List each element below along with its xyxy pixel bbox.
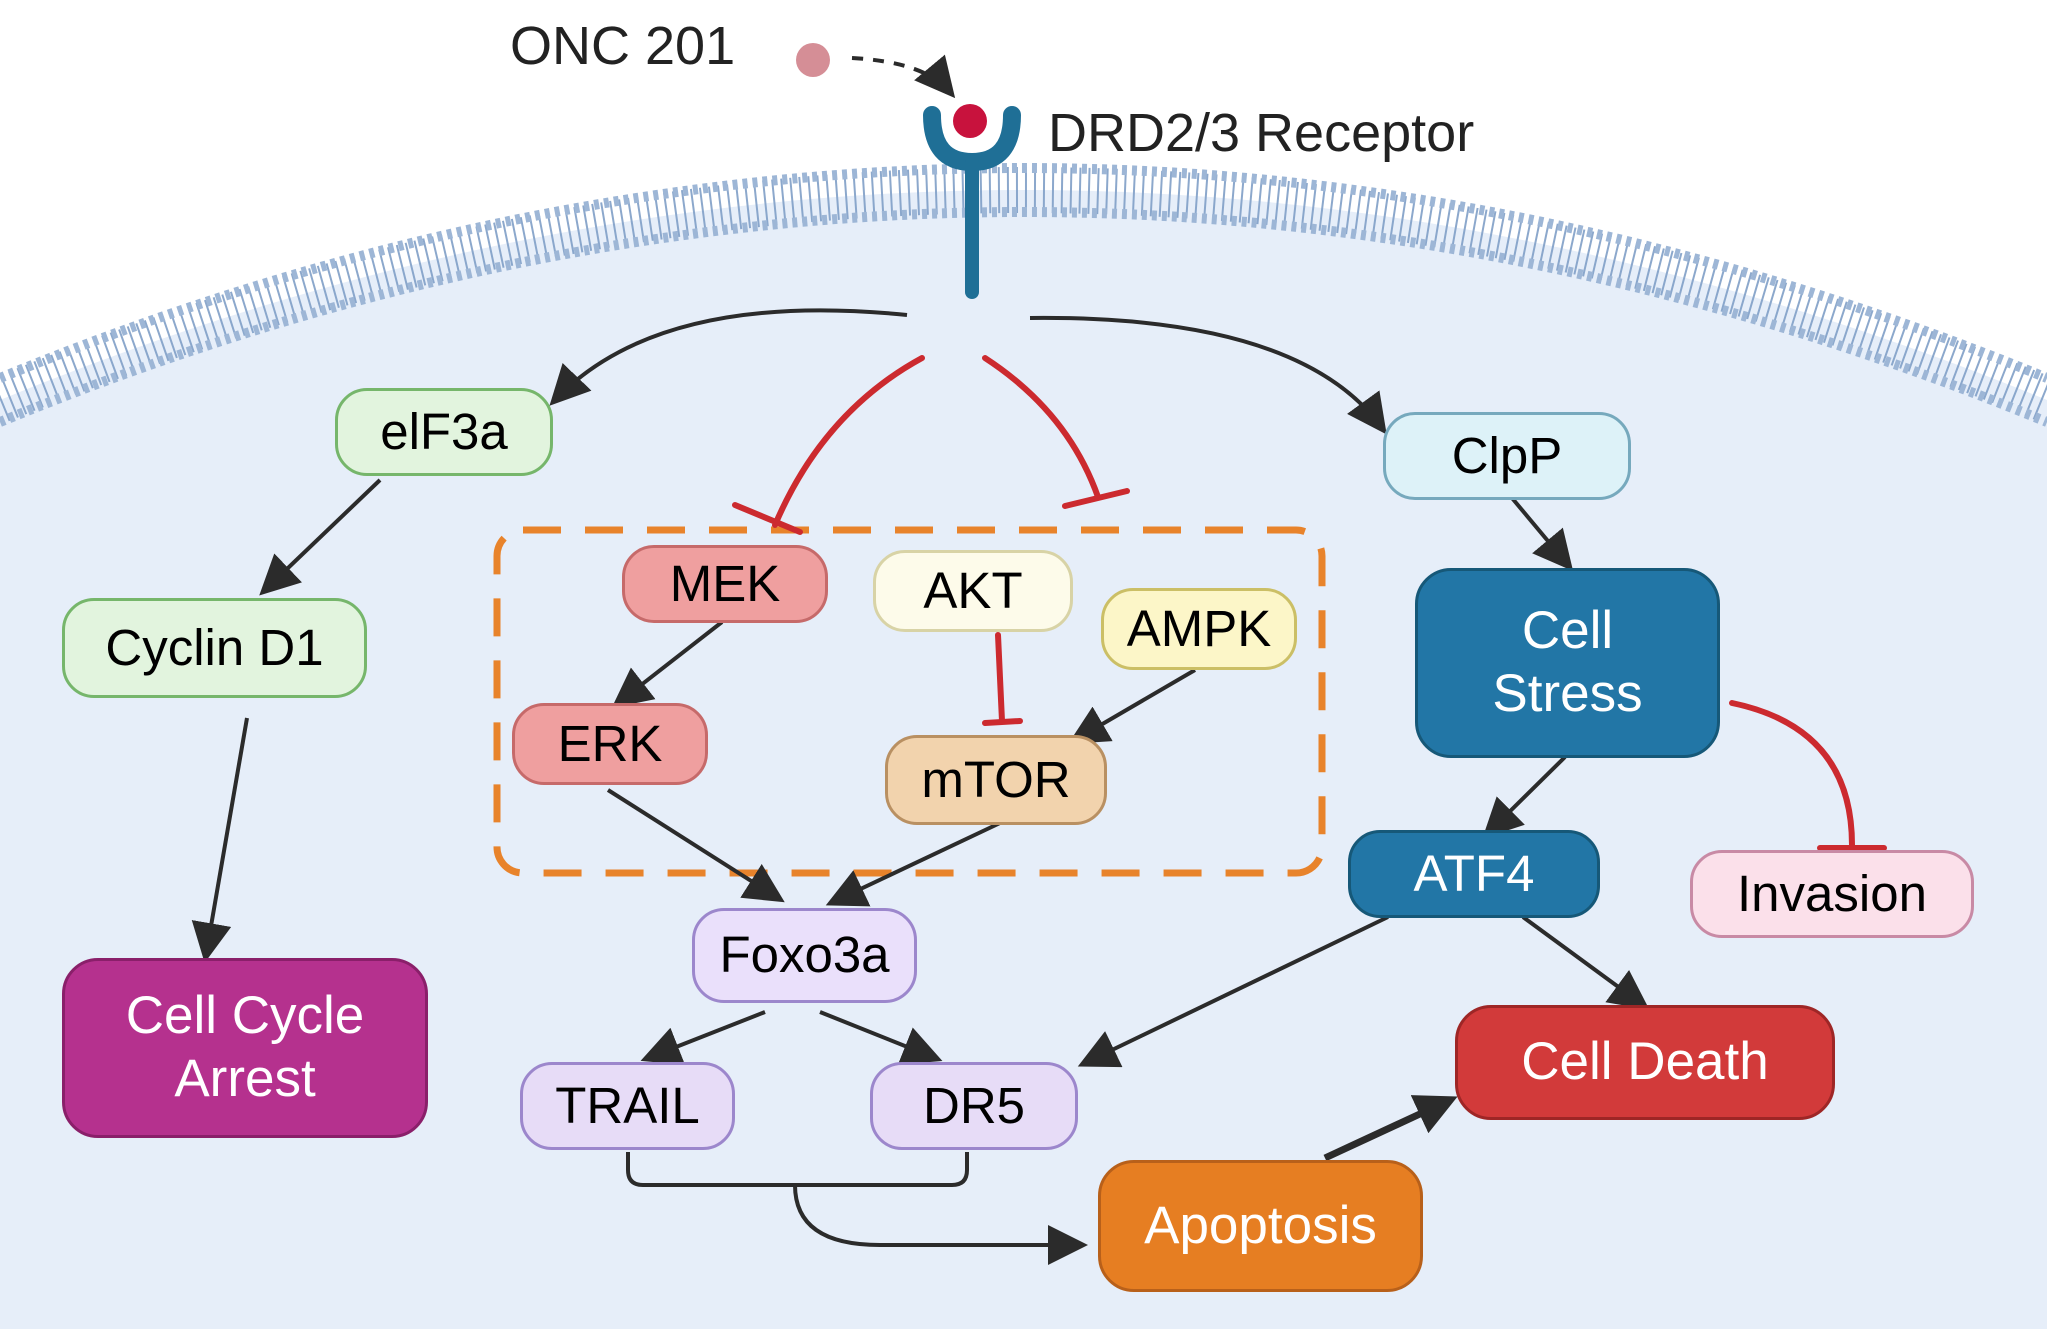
inhibit-bar-akt [1062,488,1130,509]
onc201-drug-dot [796,43,830,77]
arrow-ampk-to-mtor [1068,668,1197,745]
arrow-apoptosis-to-celldeath [1323,1095,1458,1162]
arrow-eif3a-to-cyclind1 [259,478,382,596]
cell-stress-line1: Cell [1521,601,1614,661]
arrow-receptor-to-clpp [1029,315,1387,435]
drug-label: ONC 201 [510,16,736,76]
node-ampk: AMPK [1101,588,1297,670]
node-cyclin-d1: Cyclin D1 [62,598,367,698]
arrow-mtor-to-foxo3a [825,821,1001,907]
node-apoptosis: Apoptosis [1098,1160,1423,1292]
inhibit-receptor-mek [772,355,925,528]
drd2-3-receptor [923,106,1021,299]
arrow-receptor-to-eif3a [549,308,908,406]
node-erk: ERK [512,703,708,785]
inhibit-bar-mek [732,502,803,535]
node-mek: MEK [622,545,828,623]
arrow-bracket-to-apoptosis [793,1184,1088,1265]
inhibition-edges [732,355,1887,851]
node-mtor: mTOR [885,735,1107,825]
inhibit-bar-mtor [982,718,1023,726]
node-cell-stress: Cell Stress [1415,568,1720,758]
cell-cycle-arrest-line2: Arrest [174,1049,316,1108]
ligand-dot [953,104,987,138]
signaling-dashed-box [493,526,1326,877]
arrow-cellstress-to-atf4 [1482,755,1567,839]
arrow-atf4-to-celldeath [1521,915,1650,1010]
cell-stress-line2: Stress [1492,664,1643,723]
node-invasion: Invasion [1690,850,1974,938]
arrow-clpp-to-cellstress [1510,496,1574,572]
arrow-cyclind1-to-arrest [191,717,249,963]
node-atf4: ATF4 [1348,830,1600,918]
receptor-label: DRD2/3 Receptor [1048,103,1475,163]
cell-cycle-arrest-line1: Cell Cycle [125,986,365,1046]
arrow-atf4-to-dr5 [1077,915,1389,1068]
inhibit-cellstress-invasion [1729,700,1855,848]
activation-edges [191,308,1650,1265]
arrow-erk-to-foxo3a [606,788,785,903]
arrow-mek-to-erk [611,620,724,708]
membrane-outer-leaflet [0,163,2047,383]
node-trail: TRAIL [520,1062,735,1150]
inhibit-akt-mtor [995,632,1005,724]
node-clpp: ClpP [1383,412,1631,500]
node-dr5: DR5 [870,1062,1078,1150]
node-foxo3a: Foxo3a [692,908,917,1003]
inhibit-receptor-akt [982,355,1101,500]
arrow-foxo3a-to-trail [640,1010,766,1065]
node-cell-cycle-arrest: Cell Cycle Arrest [62,958,428,1138]
membrane-inner-leaflet [0,207,2047,427]
node-cell-death: Cell Death [1455,1005,1835,1120]
bracket-trail-dr5 [626,1152,969,1187]
node-eif3a: elF3a [335,388,553,476]
node-akt: AKT [873,550,1073,632]
arrow-foxo3a-to-dr5 [819,1010,943,1065]
